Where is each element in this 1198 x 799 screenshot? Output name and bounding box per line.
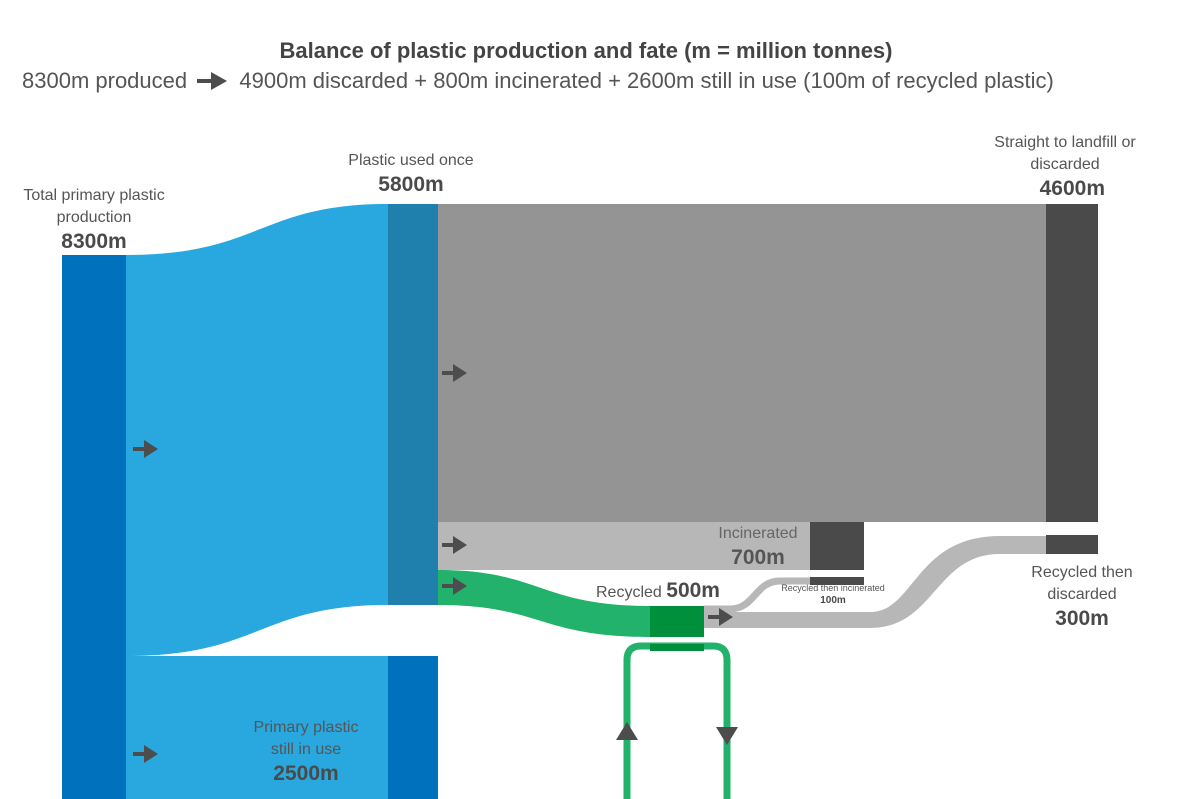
flow-recycle-loop (623, 642, 731, 799)
flow-used-once-to-landfill (438, 204, 1046, 522)
label-used-once: Plastic used once 5800m (318, 150, 504, 198)
node-primary-production (62, 255, 126, 799)
flow-recycled-to-incinerated (704, 577, 810, 613)
label-landfill: Straight to landfill or discarded 4600m (985, 132, 1145, 202)
node-incinerated (810, 522, 864, 570)
label-landfill-name: Straight to landfill or discarded (994, 134, 1136, 173)
label-used-once-value: 5800m (378, 173, 444, 196)
right-arrow-icon (133, 745, 158, 763)
right-arrow-icon (442, 364, 467, 382)
label-incinerated-value: 700m (731, 546, 785, 569)
label-recycled-incinerated-value: 100m (820, 595, 846, 606)
flow-used-once-to-incinerated (438, 522, 810, 570)
label-recycled-discarded-name: Recycled then discarded (1031, 564, 1133, 603)
down-arrow-icon (716, 727, 738, 745)
node-landfill (1046, 204, 1098, 522)
label-incinerated-name: Incinerated (718, 525, 798, 542)
flow-used-once-to-recycled (438, 570, 650, 637)
label-used-once-name: Plastic used once (348, 152, 474, 169)
right-arrow-icon (197, 72, 228, 90)
node-recycled-incinerated (810, 577, 864, 585)
right-arrow-icon (442, 536, 467, 554)
label-landfill-value: 4600m (1039, 177, 1105, 200)
flow-primary-to-used-once (126, 204, 388, 656)
subtitle-fate: 4900m discarded + 800m incinerated + 260… (239, 68, 1054, 93)
label-recycled-incinerated-name: Recycled then incinerated (781, 583, 885, 593)
label-recycled-name: Recycled (596, 584, 662, 601)
node-recycled-discarded (1046, 535, 1098, 554)
up-arrow-icon (616, 722, 638, 740)
label-recycled-discarded-value: 300m (1055, 607, 1109, 630)
node-still-in-use (388, 656, 438, 799)
subtitle-produced: 8300m produced (22, 68, 188, 93)
label-recycled-incinerated: Recycled then incinerated 100m (768, 583, 898, 607)
label-incinerated: Incinerated 700m (700, 523, 816, 571)
label-primary-production: Total primary plastic production 8300m (5, 185, 183, 255)
flow-recycled-to-discarded (704, 536, 1046, 628)
chart-subtitle: 8300m produced 4900m discarded + 800m in… (22, 68, 1054, 94)
label-primary-production-name: Total primary plastic production (23, 187, 165, 226)
node-recycled-return (650, 644, 704, 651)
label-recycled: Recycled 500m (596, 580, 746, 604)
right-arrow-icon (133, 440, 158, 458)
label-recycled-value: 500m (666, 579, 720, 602)
chart-title: Balance of plastic production and fate (… (279, 38, 893, 63)
label-still-in-use-value: 2500m (273, 762, 339, 785)
label-still-in-use: Primary plastic still in use 2500m (240, 717, 372, 787)
flow-primary-to-still-in-use (126, 656, 388, 799)
right-arrow-icon (442, 577, 467, 595)
label-recycled-discarded: Recycled then discarded 300m (1010, 562, 1154, 632)
node-used-once (388, 204, 438, 605)
right-arrow-icon (708, 608, 733, 626)
node-recycled (650, 606, 704, 637)
label-still-in-use-name: Primary plastic still in use (253, 719, 359, 758)
label-primary-production-value: 8300m (61, 230, 127, 253)
